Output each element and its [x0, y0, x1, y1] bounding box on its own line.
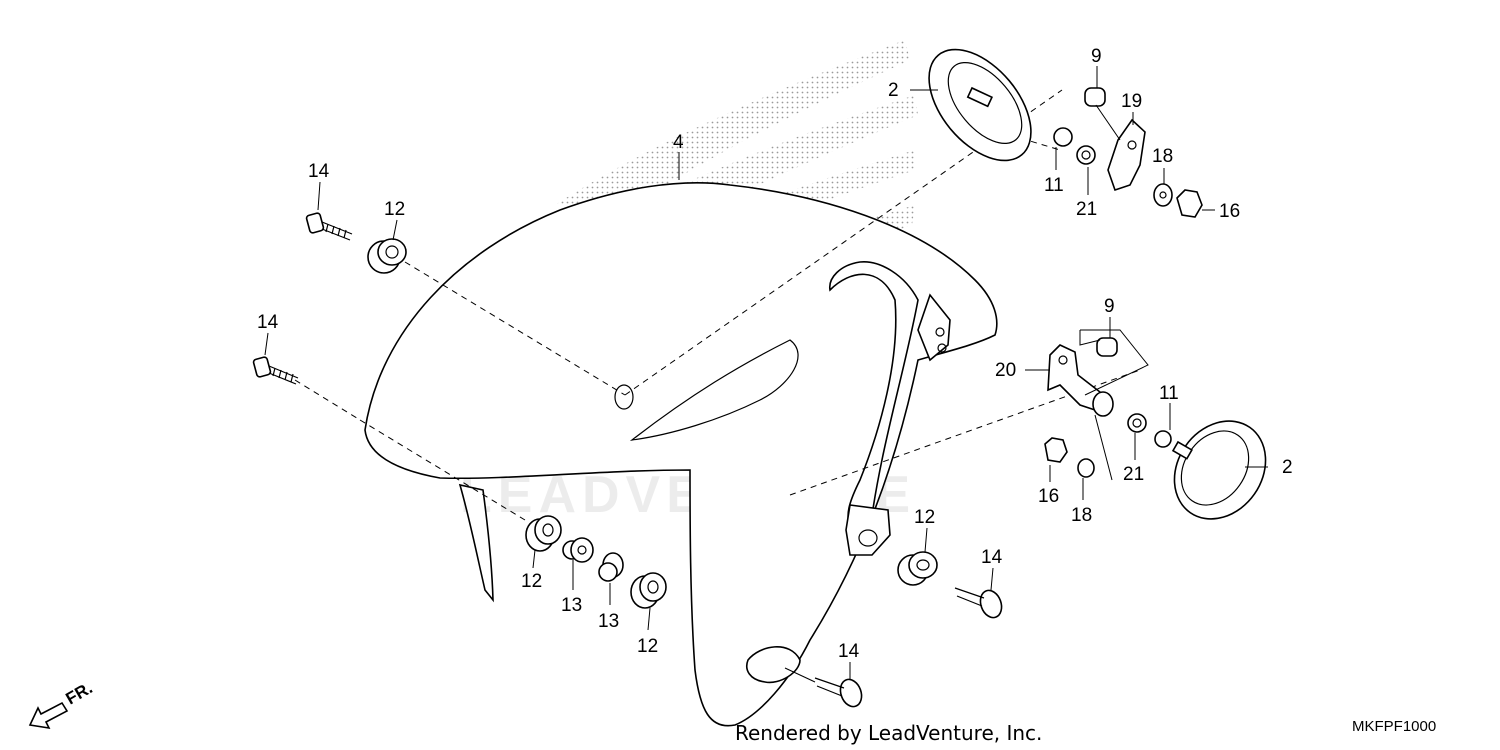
upper-bracket-hardware[interactable] — [1053, 87, 1203, 218]
callout-18: 18 — [1071, 505, 1092, 526]
callout-19: 19 — [1121, 91, 1142, 112]
callout-14: 14 — [257, 312, 279, 333]
callout-14: 14 — [308, 161, 330, 182]
callout-2: 2 — [1282, 457, 1293, 478]
bolt-bottom[interactable] — [784, 667, 865, 710]
front-fender[interactable] — [364, 181, 998, 727]
bolt-upper-left[interactable] — [305, 212, 353, 241]
diagram-code: MKFPF1000 — [1352, 718, 1436, 735]
callout-11: 11 — [1044, 175, 1064, 196]
callout-14: 14 — [981, 547, 1003, 568]
callout-16: 16 — [1038, 486, 1059, 507]
callout-2: 2 — [888, 80, 899, 101]
callout-4: 4 — [673, 132, 684, 153]
collar-b[interactable] — [598, 552, 624, 582]
callout-20: 20 — [995, 360, 1016, 381]
grommet-lower-left-b[interactable] — [630, 572, 667, 609]
callout-9: 9 — [1091, 46, 1102, 67]
callout-12: 12 — [637, 636, 658, 657]
callout-11: 11 — [1159, 383, 1179, 404]
grommet-upper[interactable] — [367, 238, 407, 274]
render-credit: Rendered by LeadVenture, Inc. — [735, 721, 1042, 745]
grommet-lower-right[interactable] — [897, 551, 938, 586]
callout-21: 21 — [1123, 464, 1144, 485]
callout-12: 12 — [521, 571, 542, 592]
callout-14: 14 — [838, 641, 860, 662]
callout-13: 13 — [561, 595, 582, 616]
lower-bracket-hardware[interactable] — [1044, 329, 1172, 481]
callout-leaders — [264, 66, 1268, 680]
callout-18: 18 — [1152, 146, 1173, 167]
callout-labels: 2 2 4 9 9 11 11 12 12 12 12 13 13 14 14 … — [257, 46, 1293, 662]
callout-9: 9 — [1104, 296, 1115, 317]
callout-12: 12 — [914, 507, 935, 528]
callout-16: 16 — [1219, 201, 1240, 222]
callout-13: 13 — [598, 611, 619, 632]
bolt-right[interactable] — [954, 587, 1005, 620]
bolt-mid-left[interactable] — [252, 356, 299, 385]
grommet-cover-upper[interactable] — [909, 31, 1051, 179]
callout-12: 12 — [384, 199, 405, 220]
grommet-lower-left-a[interactable] — [525, 515, 562, 552]
grommet-cover-lower[interactable] — [1156, 403, 1284, 536]
front-direction-arrow — [28, 701, 69, 730]
collar-a[interactable] — [562, 537, 594, 563]
direction-label: FR. — [63, 678, 96, 708]
callout-21: 21 — [1076, 199, 1097, 220]
